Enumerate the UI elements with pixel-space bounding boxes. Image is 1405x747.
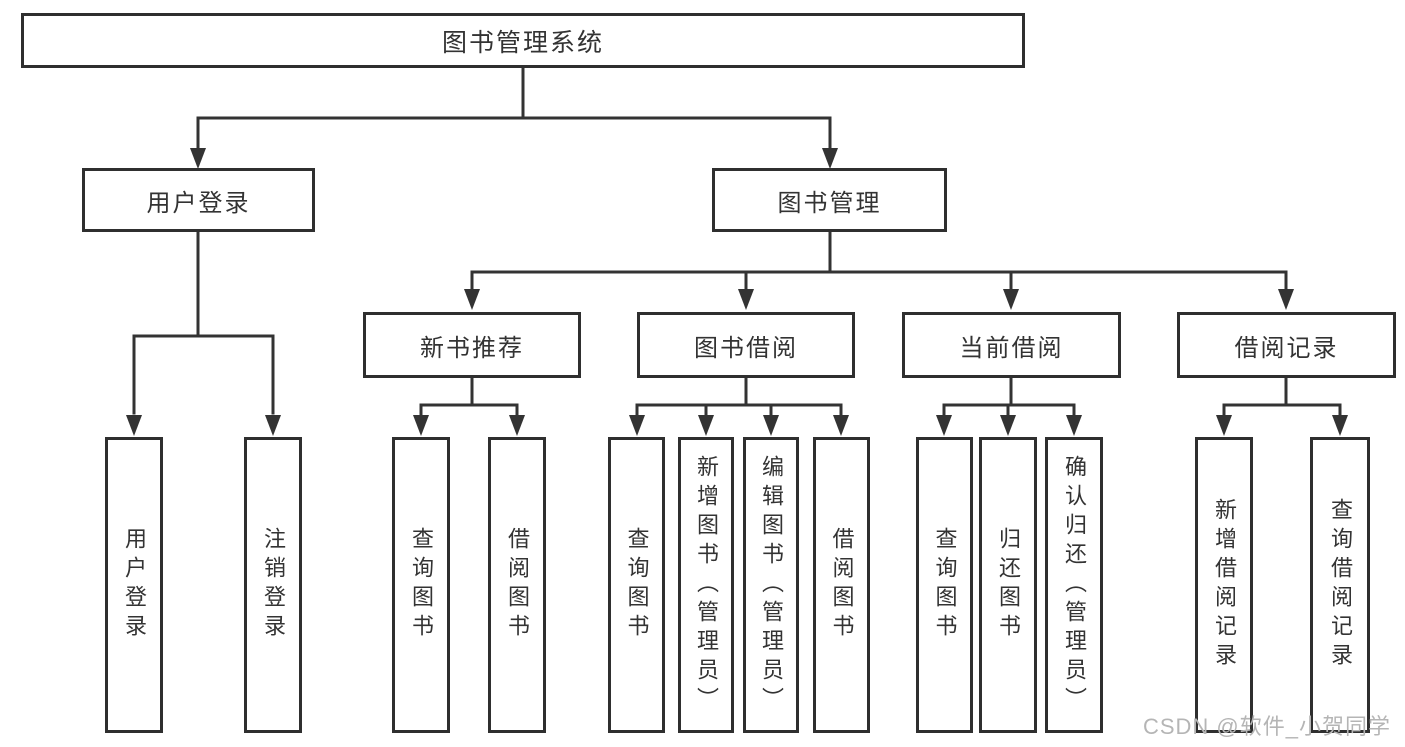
node-book-borrow: 图书借阅 (637, 312, 855, 378)
leaf-label: 查询借阅记录 (1328, 498, 1353, 672)
node-borrow-records: 借阅记录 (1177, 312, 1396, 378)
connector-book-management (470, 230, 1288, 293)
node-leaf-return-books: 归还图书 (979, 437, 1037, 733)
arrow-down-icon (413, 415, 429, 436)
leaf-label: 编辑图书（管理员） (759, 454, 784, 716)
arrow-down-icon (190, 148, 206, 169)
arrow-down-icon (1066, 415, 1082, 436)
arrow-down-icon (464, 289, 480, 310)
node-leaf-user-login: 用户登录 (105, 437, 163, 733)
arrow-down-icon (1000, 415, 1016, 436)
leaf-label: 用户登录 (122, 527, 147, 643)
node-leaf-add-books-admin: 新增图书（管理员） (678, 437, 734, 733)
node-leaf-query-books-1: 查询图书 (392, 437, 450, 733)
leaf-label: 注销登录 (261, 527, 286, 643)
node-leaf-add-borrow-record: 新增借阅记录 (1195, 437, 1253, 733)
node-current-borrow: 当前借阅 (902, 312, 1121, 378)
arrow-down-icon (763, 415, 779, 436)
leaf-label: 新增图书（管理员） (694, 454, 719, 716)
arrow-down-icon (822, 148, 838, 169)
leaf-label: 确认归还（管理员） (1062, 454, 1087, 716)
arrow-down-icon (1332, 415, 1348, 436)
arrow-down-icon (629, 415, 645, 436)
node-leaf-edit-books-admin: 编辑图书（管理员） (743, 437, 799, 733)
arrow-down-icon (1003, 289, 1019, 310)
leaf-label: 查询图书 (409, 527, 434, 643)
node-root-system: 图书管理系统 (21, 13, 1025, 68)
node-leaf-borrow-books-2: 借阅图书 (813, 437, 870, 733)
node-new-book-recommend: 新书推荐 (363, 312, 581, 378)
connector-current-borrow (942, 376, 1076, 419)
leaf-label: 归还图书 (996, 527, 1021, 643)
connector-user-login (132, 230, 275, 415)
arrow-down-icon (126, 415, 142, 436)
leaf-label: 查询图书 (932, 527, 958, 643)
csdn-watermark: CSDN @软件_小贺同学 (1142, 714, 1391, 739)
node-leaf-confirm-return-admin: 确认归还（管理员） (1045, 437, 1103, 733)
node-book-management: 图书管理 (712, 168, 947, 232)
leaf-label: 新增借阅记录 (1212, 498, 1237, 672)
arrow-down-icon (698, 415, 714, 436)
arrow-down-icon (833, 415, 849, 436)
node-leaf-logout: 注销登录 (244, 437, 302, 733)
node-leaf-query-borrow-record: 查询借阅记录 (1310, 437, 1370, 733)
arrow-down-icon (265, 415, 281, 436)
arrow-down-icon (509, 415, 525, 436)
leaf-label: 借阅图书 (505, 527, 530, 643)
node-user-login: 用户登录 (82, 168, 315, 232)
connector-book-borrow (635, 376, 843, 419)
arrow-down-icon (738, 289, 754, 310)
connector-new-book (419, 376, 519, 419)
node-leaf-borrow-books-1: 借阅图书 (488, 437, 546, 733)
arrow-down-icon (1216, 415, 1232, 436)
node-leaf-query-books-3: 查询图书 (916, 437, 973, 733)
connector-root (196, 66, 832, 152)
leaf-label: 借阅图书 (829, 527, 855, 643)
node-leaf-query-books-2: 查询图书 (608, 437, 665, 733)
connector-borrow-records (1222, 376, 1342, 419)
leaf-label: 查询图书 (624, 527, 650, 643)
arrow-down-icon (1278, 289, 1294, 310)
arrow-down-icon (936, 415, 952, 436)
